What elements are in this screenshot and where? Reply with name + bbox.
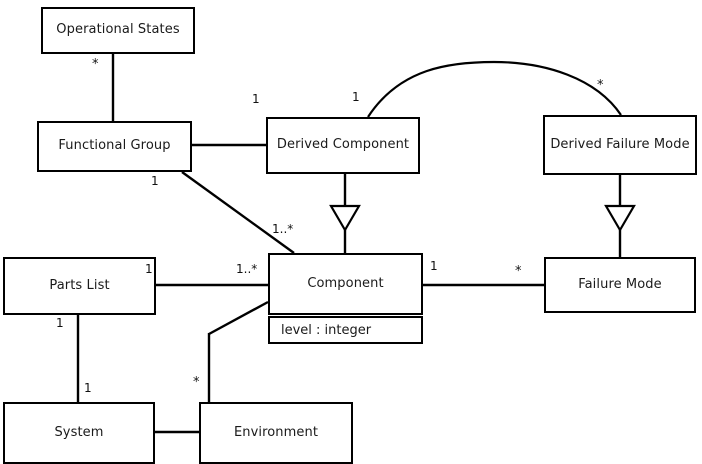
- class-box-operational-states[interactable]: Operational States: [41, 7, 195, 54]
- multiplicity-functional-group-bottom: 1: [151, 174, 159, 188]
- class-name-system: System: [54, 424, 104, 440]
- class-box-derived-failure-mode[interactable]: Derived Failure Mode: [543, 115, 697, 175]
- connector-component-environment-diagonal: [208, 300, 269, 336]
- name-compartment: Operational States: [43, 9, 193, 52]
- class-name-parts-list: Parts List: [49, 277, 110, 293]
- class-name-derived-failure-mode: Derived Failure Mode: [550, 136, 690, 152]
- class-box-functional-group[interactable]: Functional Group: [37, 121, 192, 172]
- multiplicity-component-left: 1..*: [236, 262, 258, 276]
- attribute-component-level: level : integer: [281, 322, 372, 338]
- multiplicity-functional-group-component: 1..*: [272, 222, 294, 236]
- generalization-triangle-failure-mode: [604, 204, 636, 233]
- multiplicity-environment-top: *: [193, 375, 200, 390]
- multiplicity-derived-component-left: 1: [252, 92, 260, 106]
- connector-functional-group-component: [181, 171, 295, 254]
- multiplicity-curve-left: 1: [352, 90, 360, 104]
- class-name-derived-component: Derived Component: [276, 137, 410, 153]
- multiplicity-failure-mode-left: *: [515, 264, 522, 279]
- attribute-compartment-component[interactable]: level : integer: [268, 316, 423, 344]
- class-name-environment: Environment: [233, 424, 319, 440]
- class-box-environment[interactable]: Environment: [199, 402, 353, 464]
- name-compartment: Derived Component: [268, 119, 418, 172]
- multiplicity-parts-list-bottom: 1: [56, 316, 64, 330]
- class-box-derived-component[interactable]: Derived Component: [266, 117, 420, 174]
- class-name-operational-states: Operational States: [56, 22, 180, 38]
- generalization-triangle-component: [329, 204, 361, 233]
- class-name-failure-mode: Failure Mode: [578, 276, 662, 292]
- class-name-component: Component: [307, 275, 384, 291]
- class-box-failure-mode[interactable]: Failure Mode: [544, 257, 696, 313]
- multiplicity-operational-states: *: [92, 57, 99, 72]
- name-compartment: Derived Failure Mode: [545, 117, 695, 173]
- connector-derived-component-derived-failure-mode: [367, 60, 622, 118]
- multiplicity-parts-list-right: 1: [145, 262, 153, 276]
- multiplicity-curve-right: *: [597, 78, 604, 93]
- class-box-parts-list[interactable]: Parts List: [3, 257, 156, 315]
- class-box-component[interactable]: Component: [268, 253, 423, 315]
- name-compartment: Failure Mode: [546, 259, 694, 311]
- name-compartment: Component: [270, 255, 421, 313]
- class-box-system[interactable]: System: [3, 402, 155, 464]
- class-name-functional-group: Functional Group: [58, 138, 171, 154]
- name-compartment: Parts List: [5, 259, 154, 313]
- name-compartment: Environment: [201, 404, 351, 462]
- multiplicity-component-right: 1: [430, 259, 438, 273]
- name-compartment: Functional Group: [39, 123, 190, 170]
- name-compartment: System: [5, 404, 153, 462]
- multiplicity-system-top: 1: [84, 381, 92, 395]
